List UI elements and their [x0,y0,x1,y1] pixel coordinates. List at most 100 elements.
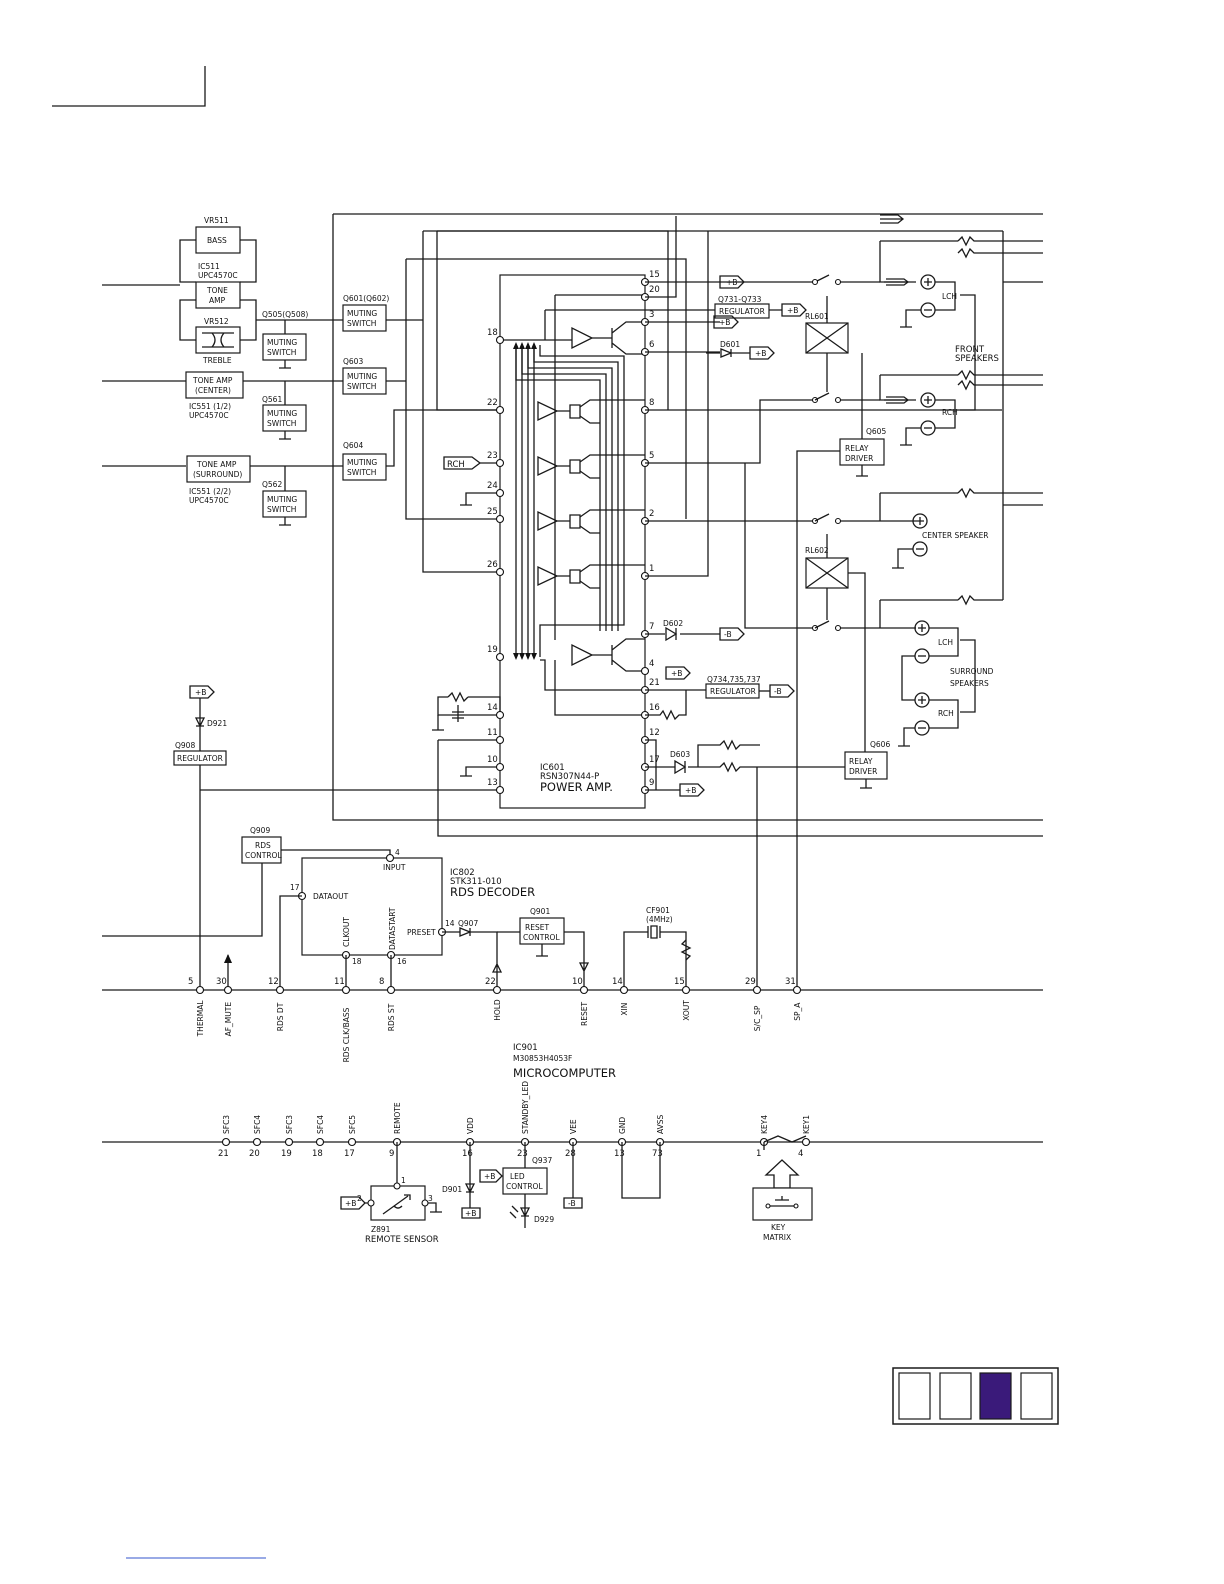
q937-ref: Q937 [532,1156,552,1165]
d602-ref: D602 [663,619,683,628]
page-index-box-1 [898,1372,931,1420]
page-index-box-2 [939,1372,972,1420]
tone-amp-surround-box [186,455,251,483]
bus2-pin-number: 16 [462,1149,473,1159]
ic802-pin-clkout: 18 [352,957,362,966]
q937-label-2: CONTROL [506,1182,543,1191]
bus2-pin [315,1137,325,1147]
bus1-pin-number: 15 [674,977,685,987]
q606-box [844,751,888,780]
rl601-ref: RL601 [805,312,829,321]
q731-label: REGULATOR [719,307,765,316]
q734-ref: Q734,735,737 [707,675,761,684]
bus1-signal-name: AF_MUTE [224,1002,233,1037]
bus2-signal-name: STANDBY_LED [521,1081,530,1134]
bus2-pin [221,1137,231,1147]
rl602-ref: RL602 [805,546,829,555]
supply-tag-13: -B [568,1199,576,1208]
rails [332,213,1043,837]
vr512-ref: VR512 [204,317,229,326]
bus2-pin-number: 21 [218,1149,229,1159]
bus1-pin [619,985,629,995]
ic802-clkout-label: CLKOUT [342,917,351,947]
muting-switches: Q505(Q508) MUTING SWITCH Q601(Q602) MUTI… [256,294,500,526]
front-rch: RCH [942,408,958,417]
amp-triangles [537,321,645,672]
center-speaker-label: CENTER SPEAKER [922,531,989,540]
bus2-signal-name: SFC4 [316,1115,325,1134]
bus1-pin [792,985,802,995]
q937-box [502,1167,548,1195]
ic601-ref: IC601 [540,763,565,773]
ic511-box [195,281,241,309]
supply-tag-12: +B [484,1172,495,1181]
q901-ref: Q901 [530,907,550,916]
surround-rch: RCH [938,709,954,718]
ic511-ref: IC511 [198,262,220,271]
ic601-pin-label: 22 [487,398,498,408]
bus1-pin [579,985,589,995]
d601-ref: D601 [720,340,740,349]
tone-surround-label-1: TONE AMP [196,460,237,469]
bus1-pin [341,985,351,995]
bus1-pin [195,985,205,995]
speaker-section: RL601 LCH RCH FRONT SPEAKERS Q605 RELAY … [720,231,1043,990]
bus2-pin-number: 4 [798,1149,803,1159]
q561-label-1: MUTING [267,409,297,418]
bus1-pin [275,985,285,995]
q604-label-1: MUTING [347,458,377,467]
ic601-pin-26 [495,567,505,577]
q605-ref: Q605 [866,427,886,436]
q908-ref: Q908 [175,741,195,750]
ic511-label-2: AMP [209,296,226,305]
q601-box [342,304,387,332]
q562-label-2: SWITCH [267,505,296,514]
q601-ref: Q601(Q602) [343,294,389,303]
ic601-pin-label: 7 [649,622,654,632]
ic601-pin-18 [495,335,505,345]
q907-ref: Q907 [458,919,478,928]
ic601-pin-label: 12 [649,728,660,738]
q731-ref: Q731-Q733 [718,295,762,304]
q605-label-1: RELAY [845,444,869,453]
bus1-pin [681,985,691,995]
ic601-name: POWER AMP. [540,780,613,794]
ic802-name: RDS DECODER [450,885,535,899]
q937-label-1: LED [510,1172,525,1181]
bus1-pin-number: 11 [334,977,345,987]
supply-tag-10: +B [345,1199,356,1208]
q909-label-1: RDS [255,841,271,850]
bus2-pin-number: 18 [312,1149,323,1159]
bus2-pin [347,1137,357,1147]
bus1-pin [223,985,233,995]
ic601-pin-label: 1 [649,564,654,574]
rds-section: +B D921 Q908 REGULATOR Q909 RDS CONTROL … [102,685,692,990]
q734-label: REGULATOR [710,687,756,696]
supply-tag-5: -B [724,630,732,639]
q606-ref: Q606 [870,740,890,749]
q909-ref: Q909 [250,826,270,835]
ic601-pin-23 [495,458,505,468]
bus2-signal-name: VDD [466,1117,475,1134]
tone-center-ref: IC551 (1/2) [189,402,231,411]
ic802-pin-dataout: 17 [290,883,300,892]
ic802-pin-preset: 14 [445,919,455,928]
bus2-signal-name: SFC3 [222,1115,231,1134]
q603-box [342,367,387,395]
front-speakers-2: SPEAKERS [955,354,999,364]
ic601-pin-label: 11 [487,728,498,738]
supply-tag-2: +B [787,306,798,315]
ic601-pin-label: 21 [649,678,660,688]
ic601-pin-label: 4 [649,659,654,669]
bus1-signal-name: RDS DT [276,1002,285,1031]
bus1-signal-name: XIN [620,1003,629,1016]
ic511-part: UPC4570C [198,271,238,280]
q561-label-2: SWITCH [267,419,296,428]
bus1-pin-number: 14 [612,977,623,987]
q901-box [519,917,565,945]
surround-speakers-2: SPEAKERS [950,679,989,688]
bus2-pin-number: 73 [652,1149,663,1159]
bus2-signal-name: VEE [569,1119,578,1134]
sensor-pin-3: 3 [428,1194,433,1203]
